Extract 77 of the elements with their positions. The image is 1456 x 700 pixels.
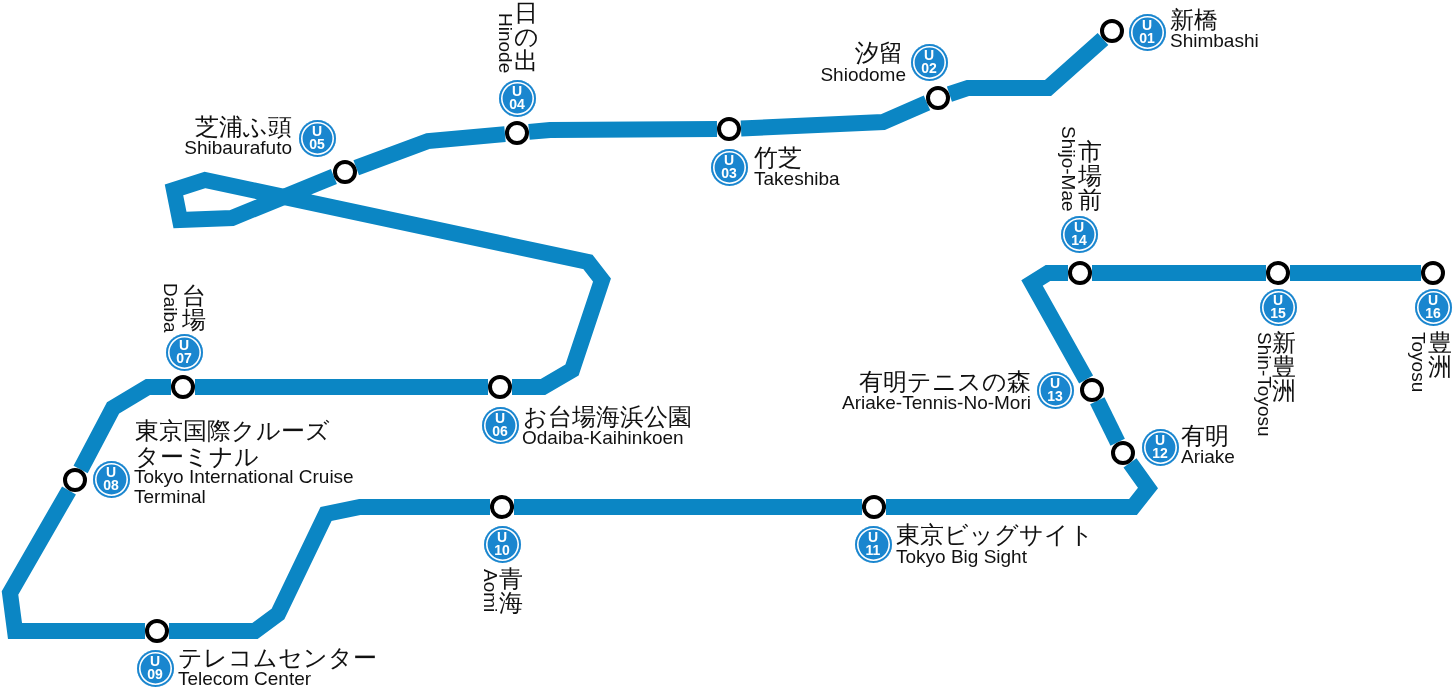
romanized-name: Shiodome: [820, 65, 906, 85]
station-number-badge: U 04: [498, 79, 536, 117]
rail-line: [514, 499, 862, 515]
station-name: 有明テニスの森: [859, 369, 1031, 395]
station-marker: [333, 160, 357, 184]
station-name: 竹芝: [754, 145, 802, 171]
station-name: お台場海浜公園: [523, 404, 692, 430]
station-name: 東京国際クルーズターミナル: [135, 418, 331, 470]
station-number-badge: U 10: [483, 525, 521, 563]
station-marker: [505, 121, 529, 145]
station-number-badge: U 11: [854, 525, 892, 563]
romanized-name: Shibaurafuto: [184, 138, 292, 158]
rail-line: [195, 379, 488, 395]
station-marker: [171, 375, 195, 399]
romanized-name: Daiba: [160, 283, 180, 333]
station-name: 新橋: [1170, 7, 1218, 33]
rail-line: [353, 126, 506, 176]
station-number-badge: U 08: [92, 460, 130, 498]
station-marker: [717, 117, 741, 141]
station-number-badge: U 03: [710, 148, 748, 186]
rail-line: [169, 499, 490, 639]
station-marker: [1100, 19, 1124, 43]
rail-line: [886, 458, 1158, 515]
station-name: 市場前: [1078, 140, 1102, 212]
station-number-badge: U 07: [165, 333, 203, 371]
station-number-badge: U 06: [481, 406, 519, 444]
station-name: 豊洲: [1428, 331, 1452, 379]
romanized-name: Shimbashi: [1170, 31, 1259, 51]
romanized-name: Ariake: [1181, 447, 1235, 467]
romanized-name: Hinode: [495, 12, 515, 73]
romanized-name: Toyosu: [1408, 332, 1428, 393]
station-name: 汐留: [855, 40, 903, 66]
station-name: 台場: [182, 284, 206, 332]
romanized-name: Odaiba-Kaihinkoen: [522, 428, 684, 448]
station-name: 日の出: [514, 1, 538, 73]
rail-line: [73, 379, 171, 474]
romanized-name: Aomi: [480, 569, 500, 613]
station-number-badge: U 13: [1036, 371, 1074, 409]
station-marker: [1421, 261, 1445, 285]
station-marker: [1266, 261, 1290, 285]
rail-line: [164, 169, 611, 395]
station-name: 芝浦ふ頭: [195, 114, 292, 140]
rail-line: [1090, 397, 1125, 446]
rail-line: [1290, 265, 1421, 281]
station-marker: [145, 619, 169, 643]
rail-line: [528, 121, 718, 140]
station-marker: [1111, 441, 1135, 465]
station-number-badge: U 02: [910, 43, 948, 81]
station-name: 有明: [1181, 423, 1229, 449]
romanized-name: Telecom Center: [178, 669, 312, 689]
rail-line: [740, 95, 931, 137]
romanized-name: Ariake-Tennis-No-Mori: [842, 393, 1031, 413]
romanized-name: Shijo-Mae: [1058, 126, 1078, 212]
station-marker: [926, 86, 950, 110]
station-number-badge: U 14: [1060, 215, 1098, 253]
rail-line: [946, 33, 1109, 102]
station-number-badge: U 16: [1414, 288, 1452, 326]
station-marker: [1080, 378, 1104, 402]
station-number-badge: U 05: [298, 119, 336, 157]
station-marker: [862, 495, 886, 519]
station-name: テレコムセンター: [178, 645, 377, 671]
rail-line: [1021, 265, 1094, 384]
rail-line: [1092, 265, 1266, 281]
station-marker: [1068, 261, 1092, 285]
romanized-name: Takeshiba: [754, 169, 840, 189]
station-marker: [490, 495, 514, 519]
station-name: 東京ビッグサイト: [896, 522, 1094, 548]
station-marker: [63, 468, 87, 492]
station-marker: [488, 375, 512, 399]
romanized-name: Tokyo Big Sight: [896, 547, 1027, 567]
rail-line: [1, 486, 145, 639]
station-number-badge: U 12: [1141, 428, 1179, 466]
station-number-badge: U 09: [136, 649, 174, 687]
station-name: 青海: [499, 567, 523, 615]
station-name: 新豊洲: [1272, 331, 1296, 403]
station-number-badge: U 15: [1259, 288, 1297, 326]
station-number-badge: U 01: [1128, 13, 1166, 51]
